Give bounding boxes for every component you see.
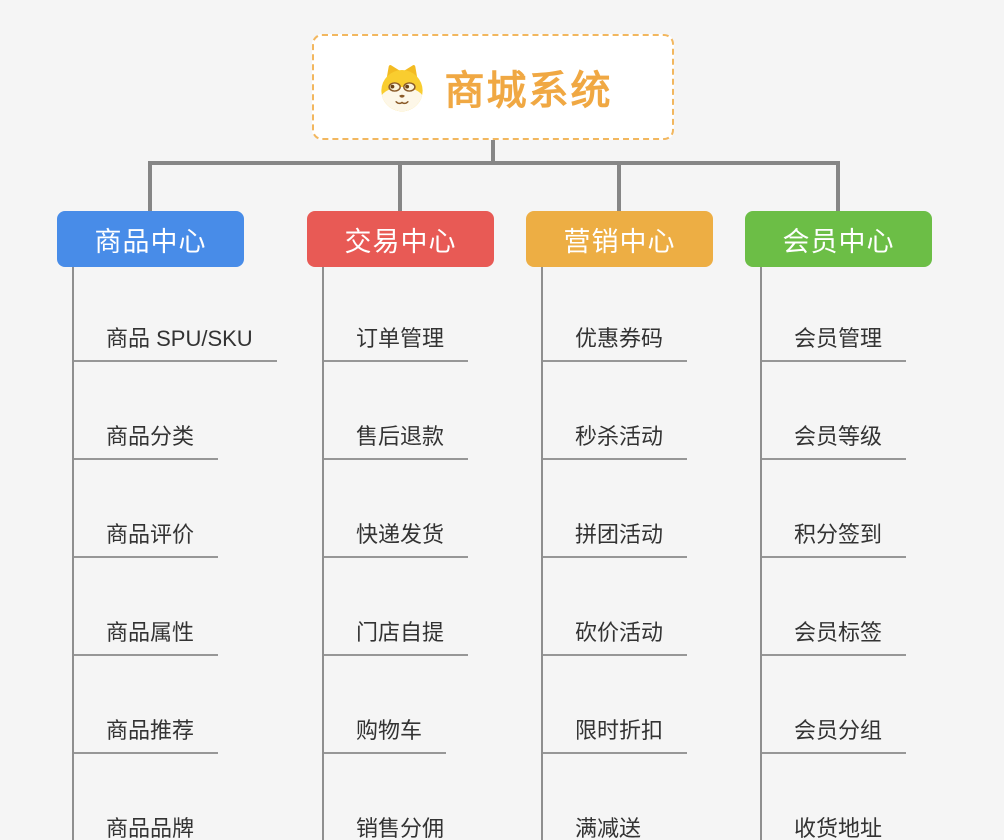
root-node[interactable]: 商城系统	[312, 34, 674, 140]
root-connector-line	[491, 140, 495, 165]
branch-node-member-center[interactable]: 会员中心	[745, 211, 932, 267]
child-node[interactable]: 售后退款	[324, 362, 469, 460]
branch-drop-line	[398, 161, 402, 211]
branch-connector-hline	[148, 161, 840, 165]
child-node[interactable]: 拼团活动	[543, 460, 688, 558]
child-node[interactable]: 商品 SPU/SKU	[74, 267, 277, 362]
child-node[interactable]: 商品评价	[74, 460, 219, 558]
child-node[interactable]: 购物车	[324, 656, 447, 754]
child-node[interactable]: 限时折扣	[543, 656, 688, 754]
branch-children-product-center: 商品 SPU/SKU 商品分类 商品评价 商品属性 商品推荐 商品品牌	[72, 267, 277, 840]
child-node[interactable]: 会员管理	[762, 267, 907, 362]
child-node[interactable]: 秒杀活动	[543, 362, 688, 460]
branch-children-marketing-center: 优惠券码 秒杀活动 拼团活动 砍价活动 限时折扣 满减送	[541, 267, 688, 840]
child-node[interactable]: 优惠券码	[543, 267, 688, 362]
child-node[interactable]: 收货地址	[762, 754, 906, 840]
child-node[interactable]: 门店自提	[324, 558, 469, 656]
branch-node-product-center[interactable]: 商品中心	[57, 211, 244, 267]
child-node[interactable]: 会员分组	[762, 656, 907, 754]
branch-drop-line	[836, 161, 840, 211]
child-node[interactable]: 商品分类	[74, 362, 219, 460]
child-node[interactable]: 销售分佣	[324, 754, 468, 840]
child-node[interactable]: 会员等级	[762, 362, 907, 460]
branch-drop-line	[148, 161, 152, 211]
child-node[interactable]: 积分签到	[762, 460, 907, 558]
branch-children-member-center: 会员管理 会员等级 积分签到 会员标签 会员分组 收货地址	[760, 267, 907, 840]
child-node[interactable]: 商品品牌	[74, 754, 218, 840]
dog-face-icon	[380, 65, 423, 112]
child-node[interactable]: 商品属性	[74, 558, 219, 656]
child-node[interactable]: 砍价活动	[543, 558, 688, 656]
branch-drop-line	[617, 161, 621, 211]
root-node-title: 商城系统	[444, 69, 613, 113]
branch-children-trade-center: 订单管理 售后退款 快递发货 门店自提 购物车 销售分佣	[322, 267, 469, 840]
child-node[interactable]: 订单管理	[324, 267, 469, 362]
branch-node-trade-center[interactable]: 交易中心	[307, 211, 494, 267]
branch-node-marketing-center[interactable]: 营销中心	[526, 211, 713, 267]
child-node[interactable]: 快递发货	[324, 460, 469, 558]
child-node[interactable]: 商品推荐	[74, 656, 219, 754]
child-node[interactable]: 满减送	[543, 754, 665, 840]
child-node[interactable]: 会员标签	[762, 558, 907, 656]
